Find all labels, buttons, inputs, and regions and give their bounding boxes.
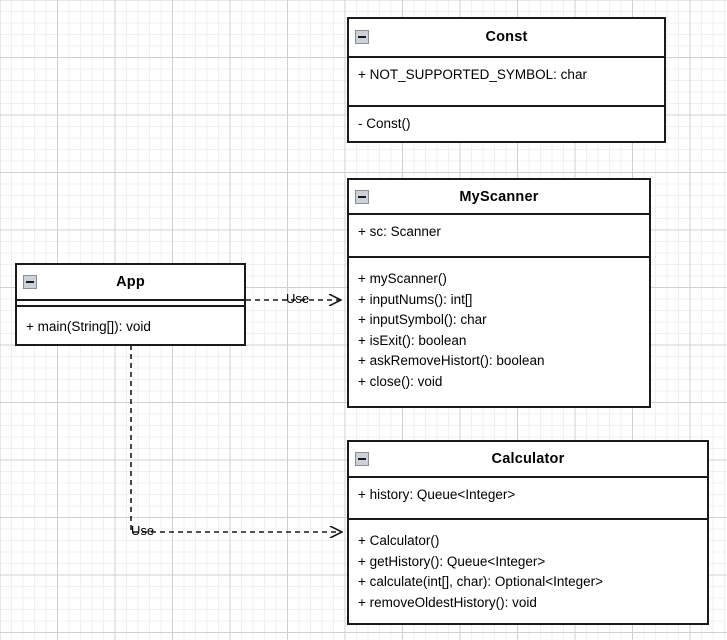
relationship-label-app-calculator: Use xyxy=(131,523,155,538)
class-title-bar-myscanner: MyScanner xyxy=(349,180,649,213)
method-item: + main(String[]): void xyxy=(26,318,151,334)
method-item: + inputNums(): int[] xyxy=(358,291,473,307)
method-item: + getHistory(): Queue<Integer> xyxy=(358,553,546,569)
method-item: + calculate(int[], char): Optional<Integ… xyxy=(358,574,604,589)
class-name-const: Const xyxy=(485,29,528,46)
compartment-divider xyxy=(349,476,707,478)
compartment-divider xyxy=(349,256,649,258)
uml-class-const[interactable]: Const + NOT_SUPPORTED_SYMBOL: char - Con… xyxy=(347,17,666,143)
class-title-bar-app: App xyxy=(17,265,244,299)
dependency-app-calculator xyxy=(130,345,341,532)
methods-compartment-myscanner: + myScanner() + inputNums(): int[] + inp… xyxy=(349,258,649,406)
minus-square-icon[interactable] xyxy=(23,274,37,289)
method-item: + inputSymbol(): char xyxy=(358,312,487,327)
method-item: + Calculator() xyxy=(358,533,440,548)
relationship-label-app-myscanner: Use xyxy=(286,291,310,306)
attribute-item: + NOT_SUPPORTED_SYMBOL: char xyxy=(358,66,587,82)
attribute-item: + history: Queue<Integer> xyxy=(358,487,516,502)
method-item: + myScanner() xyxy=(358,271,447,286)
attribute-item: + sc: Scanner xyxy=(358,224,441,239)
class-title-bar-calculator: Calculator xyxy=(349,442,707,476)
method-item: - Const() xyxy=(358,115,411,131)
method-item: + close(): void xyxy=(358,373,443,389)
methods-compartment-calculator: + Calculator() + getHistory(): Queue<Int… xyxy=(349,520,707,623)
attributes-compartment-myscanner: + sc: Scanner xyxy=(349,215,649,256)
uml-class-app[interactable]: App + main(String[]): void xyxy=(15,263,246,346)
uml-class-myscanner[interactable]: MyScanner + sc: Scanner + myScanner() + … xyxy=(347,178,651,408)
class-name-calculator: Calculator xyxy=(491,451,565,467)
minus-square-icon[interactable] xyxy=(355,189,369,204)
methods-compartment-const: - Const() xyxy=(349,107,664,142)
class-title-bar-const: Const xyxy=(349,19,664,56)
compartment-divider xyxy=(349,213,649,215)
compartment-divider xyxy=(17,304,244,307)
attributes-compartment-const: + NOT_SUPPORTED_SYMBOL: char xyxy=(349,58,664,105)
compartment-divider xyxy=(349,104,664,107)
minus-square-icon[interactable] xyxy=(355,452,369,466)
method-item: + askRemoveHistort(): boolean xyxy=(358,353,545,368)
method-item: + removeOldestHistory(): void xyxy=(358,594,537,610)
compartment-divider xyxy=(349,55,664,58)
compartment-divider xyxy=(17,298,244,301)
method-item: + isExit(): boolean xyxy=(358,332,467,348)
class-name-app: App xyxy=(116,273,145,290)
uml-class-calculator[interactable]: Calculator + history: Queue<Integer> + C… xyxy=(347,440,709,625)
methods-compartment-app: + main(String[]): void xyxy=(17,307,244,345)
compartment-divider xyxy=(349,518,707,520)
minus-square-icon[interactable] xyxy=(355,30,369,45)
class-name-myscanner: MyScanner xyxy=(459,188,539,205)
attributes-compartment-calculator: + history: Queue<Integer> xyxy=(349,478,707,518)
